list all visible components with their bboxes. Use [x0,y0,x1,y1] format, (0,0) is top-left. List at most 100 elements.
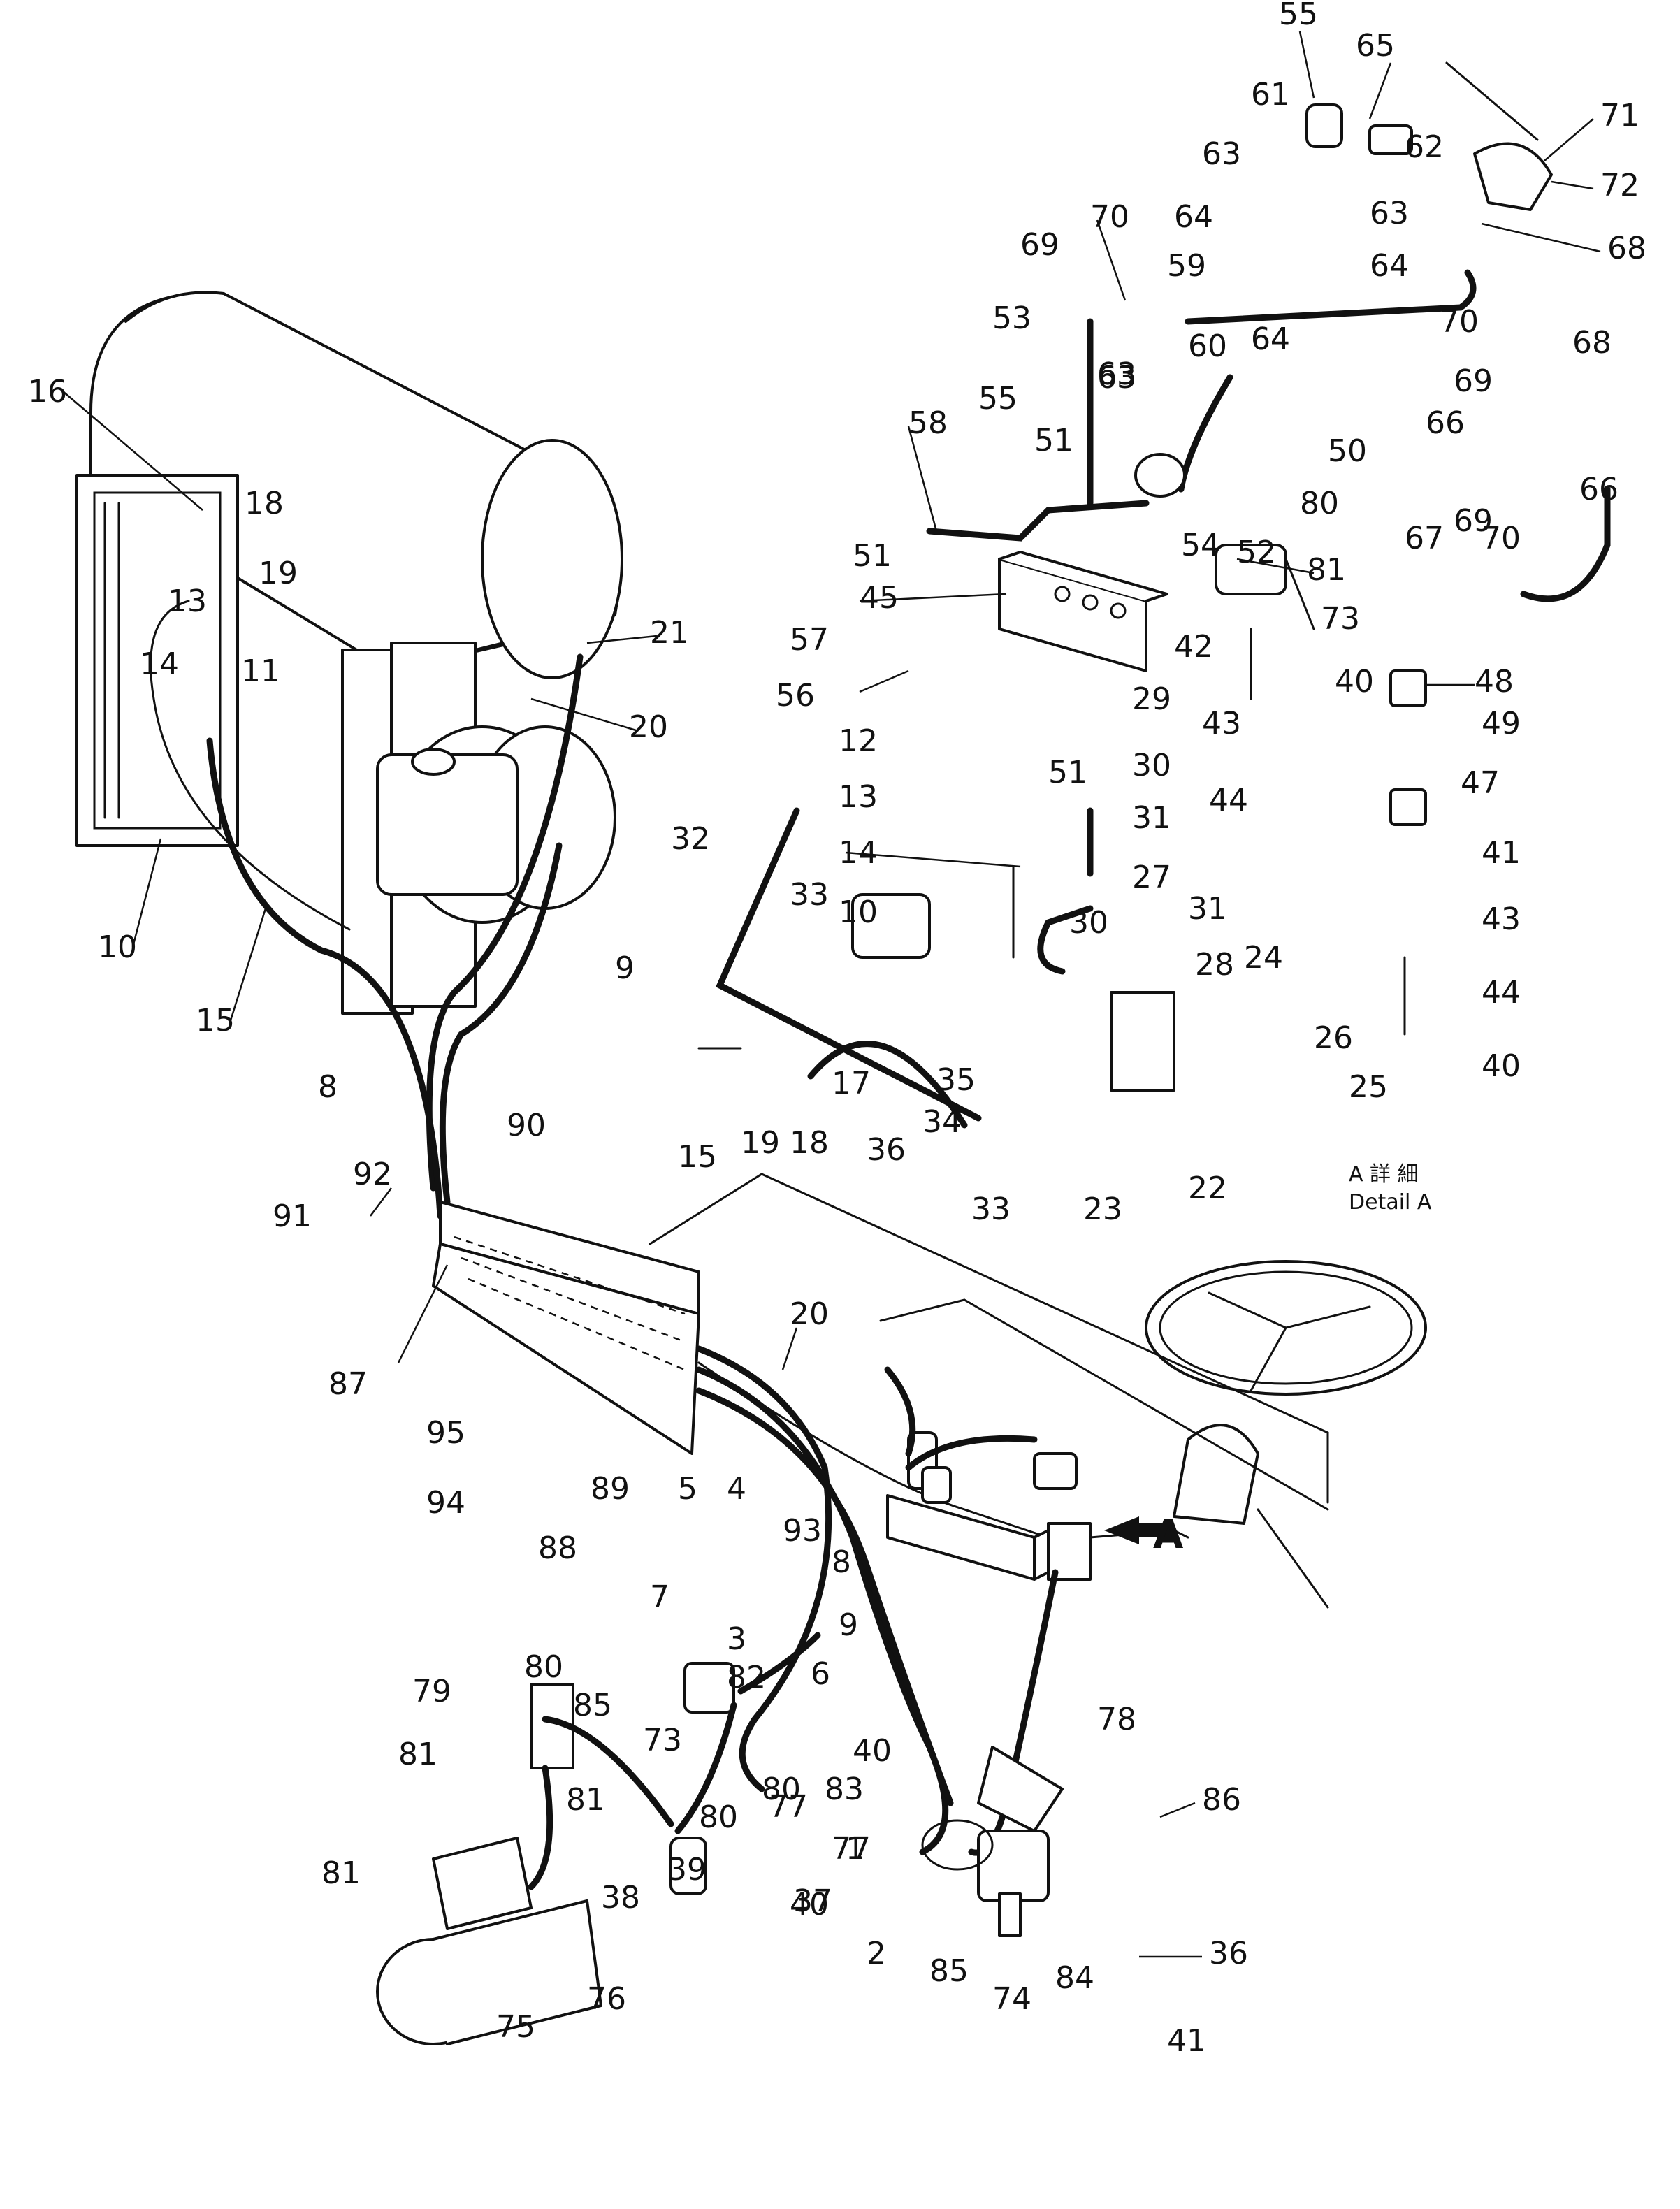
callout-label: 40 [853,1733,892,1769]
callout-label: 31 [1188,891,1227,927]
callout-label: 33 [790,877,829,913]
callout-label: 10 [98,929,137,965]
hose-tank-to-frame [150,600,584,1219]
callout-label: 71 [1600,98,1639,133]
air-cylinder-assembly [376,1683,707,2045]
callout-label: 47 [1461,765,1500,801]
callout-label: 1 [846,1831,865,1867]
callout-label: 86 [1202,1782,1241,1818]
callout-label: 84 [1055,1960,1094,1996]
callout-label: 74 [992,1981,1031,2017]
callout-label: 31 [1132,800,1171,836]
callout-label: 70 [1440,304,1479,340]
callout-label: 32 [671,821,710,857]
valve-manifold-assembly [884,1366,1189,1856]
callout-label: 64 [1370,248,1409,284]
callout-label: 7 [650,1579,669,1615]
callout-label: 63 [1097,360,1136,396]
callout-label: 44 [1482,975,1521,1011]
callout-label: 64 [1251,321,1290,357]
callout-label: 33 [971,1192,1011,1227]
callout-label: 60 [1188,328,1227,364]
callout-label: 62 [1405,129,1444,165]
callout-label: 21 [650,615,689,651]
callout-label: 64 [1174,199,1213,235]
callout-label: 59 [1167,248,1206,284]
callout-label: 24 [1244,940,1283,976]
callout-label: 51 [1048,755,1087,790]
callout-label: 67 [1405,521,1444,556]
arrow-view-a: A [1104,1512,1184,1558]
callout-label: 55 [1279,0,1318,32]
callout-label: 53 [992,300,1031,336]
callout-label: 19 [741,1125,780,1161]
callout-label: 61 [1251,77,1290,113]
fuel-tank [89,291,623,679]
callout-label: 77 [769,1789,808,1825]
callout-label: 15 [678,1139,717,1175]
callout-label: 11 [241,653,280,689]
callout-label: 73 [643,1723,682,1758]
callout-label: 57 [790,622,829,658]
callout-label: 14 [140,646,179,682]
callout-label: 85 [929,1953,969,1989]
callout-label: 49 [1482,706,1521,741]
callout-label: 72 [1600,168,1639,203]
callout-label: 88 [538,1530,577,1566]
callout-label: 3 [727,1621,746,1657]
detail-a-group [697,61,1611,1129]
callout-label: 56 [776,678,815,714]
callout-label: 65 [1356,28,1395,64]
detail-a-title-en: Detail A [1349,1190,1432,1215]
callout-label: 5 [678,1471,697,1507]
callout-label: 63 [1370,196,1409,231]
callout-label: 70 [1090,199,1129,235]
callout-label: 80 [699,1799,738,1835]
callout-label: 54 [1181,528,1220,563]
steering-wheel [1145,1260,1427,1525]
dashboard-outline [649,1173,1329,1609]
callout-label: 38 [601,1880,640,1915]
callout-label: 66 [1579,472,1619,507]
callout-label: 80 [524,1649,563,1685]
radiator-frame [75,474,239,847]
callout-label: 51 [853,538,892,574]
callout-label: 9 [839,1607,858,1643]
callout-label: 22 [1188,1171,1227,1206]
callout-label: 27 [1132,860,1171,895]
callout-label: 30 [1069,905,1108,941]
callout-label: 89 [591,1471,630,1507]
callout-label: 16 [28,374,67,410]
callout-label: 69 [1454,503,1493,539]
callout-label: 95 [426,1415,465,1451]
callout-label: 82 [727,1660,766,1695]
callout-label: 51 [1034,423,1073,458]
callout-label: 90 [507,1108,546,1143]
callout-label: 69 [1020,227,1059,263]
callout-label: 64 [1251,321,1290,357]
callout-label: 83 [825,1772,864,1807]
callout-label: 77 [832,1831,871,1867]
detail-a-title-ja: A 詳 細 [1349,1162,1419,1187]
callout-label: 44 [1209,783,1248,818]
hose-bracket-frame [432,1201,700,1455]
callout-label: 91 [273,1198,312,1234]
callout-label: 13 [168,584,207,619]
callout-label: 80 [1300,486,1339,521]
callout-label: 41 [1167,2023,1206,2059]
callout-label: 34 [922,1104,962,1140]
callout-label: 94 [426,1485,465,1521]
callout-label: 75 [496,2009,535,2045]
callout-label: 58 [908,405,948,441]
callout-label: 73 [1321,601,1360,637]
callout-label: 68 [1607,231,1646,266]
leader-lines [62,31,1601,1958]
callout-label: 35 [936,1062,976,1098]
callout-label: 10 [839,895,878,930]
callout-label: 80 [762,1772,801,1807]
callout-label: 78 [1097,1702,1136,1737]
callout-label: 20 [790,1296,829,1332]
detail-a-caption: A 詳 細 Detail A [1349,1162,1432,1215]
callout-label: 9 [615,950,635,986]
